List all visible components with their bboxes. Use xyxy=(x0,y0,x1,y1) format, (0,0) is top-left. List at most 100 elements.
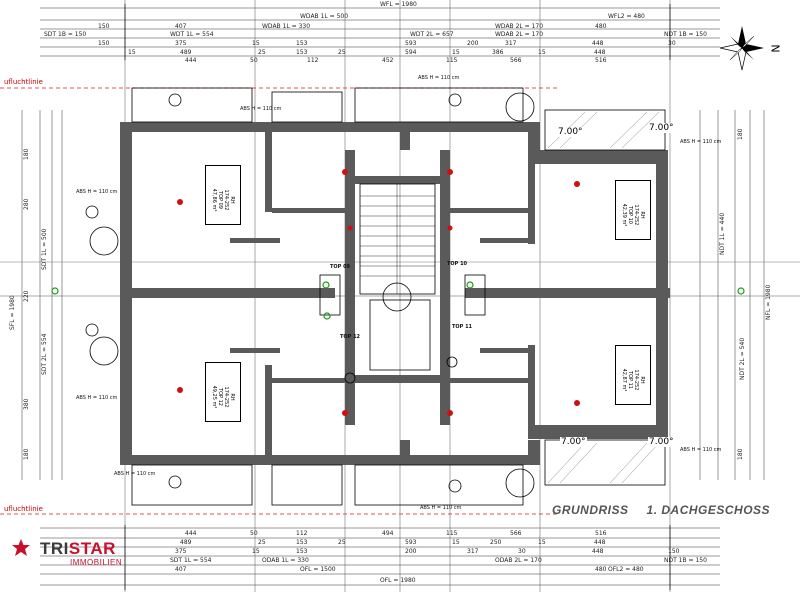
dim-bot-r1-4: 115 xyxy=(446,530,458,537)
dim-top-r5-1: 489 xyxy=(180,49,192,56)
unit-box-top09: RH 174-252 TOP 09 47,86 m² xyxy=(205,165,241,225)
abs-label-right-1: ABS H = 110 cm xyxy=(680,139,722,145)
unit-code: RH xyxy=(229,393,235,401)
dim-bot-r3-6: 448 xyxy=(592,548,604,555)
dim-bot-r5-0: 407 xyxy=(175,566,187,573)
abs-label-left-1: ABS H = 110 cm xyxy=(76,189,118,195)
dim-top-r2-4: 480 xyxy=(595,23,607,30)
dim-bot-r3-3: 200 xyxy=(405,548,417,555)
dim-right-1: NDT 1L = 440 xyxy=(719,212,726,255)
unit-name: TOP 09 xyxy=(217,191,223,209)
roof-angle-1: 7.00° xyxy=(557,127,584,137)
abs-label-top-1: ABS H = 110 cm xyxy=(418,75,460,81)
dim-bot-r3-0: 375 xyxy=(175,548,187,555)
dim-bot-r6-1: OFL2 = 480 xyxy=(608,566,644,573)
dim-top-r6-1: 50 xyxy=(250,57,258,64)
dim-bot-r6-0: OFL = 1500 xyxy=(300,566,336,573)
dim-top-r3-4: WDAB 2L = 170 xyxy=(495,31,544,38)
dim-bot-r1-0: 444 xyxy=(185,530,197,537)
tristar-logo-star xyxy=(12,539,30,556)
unit-area: 174-252 xyxy=(223,386,229,408)
dim-bot-r3-7: 150 xyxy=(668,548,680,555)
dim-top-r3-5: NDT 1B = 150 xyxy=(664,31,707,38)
dim-bot-r3-4: 317 xyxy=(467,548,479,555)
dim-left-3: 220 xyxy=(23,290,30,302)
unit-area: 174-252 xyxy=(633,204,639,226)
flucht-label-top: ufluchtlinie xyxy=(4,78,43,86)
unit-size: 42,87 m² xyxy=(621,368,627,392)
dim-top-r5-8: 15 xyxy=(538,49,546,56)
dim-right-0: 180 xyxy=(737,128,744,140)
compass-north-label: N xyxy=(769,44,783,53)
dim-top-r5-3: 153 xyxy=(296,49,308,56)
dim-left-4: SDT 2L = 554 xyxy=(41,333,48,375)
unit-size: 49,25 m² xyxy=(211,385,217,409)
dim-top-r5-4: 25 xyxy=(338,49,346,56)
dim-top-r6-4: 115 xyxy=(446,57,458,64)
dim-top-r6-3: 452 xyxy=(382,57,394,64)
dim-bot-r3-5: 30 xyxy=(518,548,526,555)
dim-top-r3-1: WDT 1L = 554 xyxy=(170,31,214,38)
dim-top-r4-5: 200 xyxy=(467,40,479,47)
unit-code: RH xyxy=(639,376,645,384)
plan-title-sub: 1. DACHGESCHOSS xyxy=(646,503,771,517)
roof-angle-2: 7.00° xyxy=(648,123,675,133)
dim-top-r5-7: 386 xyxy=(492,49,504,56)
dim-bot-r2-8: 448 xyxy=(594,539,606,546)
dim-bot-r4-1: ODAB 1L = 330 xyxy=(262,557,309,564)
dim-bot-r4-0: SDT 1L = 554 xyxy=(170,557,212,564)
dim-bot-r5-1: 480 xyxy=(595,566,607,573)
dim-bot-r2-3: 25 xyxy=(338,539,346,546)
abs-label-right-2: ABS H = 110 cm xyxy=(680,447,722,453)
dim-top-r4-8: 30 xyxy=(668,40,676,47)
unit-box-top12: RH 174-252 TOP 12 49,25 m² xyxy=(205,362,241,422)
unit-code: RH xyxy=(229,196,235,204)
unit-size: 42,39 m² xyxy=(621,203,627,227)
dim-bot-r2-0: 489 xyxy=(180,539,192,546)
dim-top-r4-2: 15 xyxy=(252,40,260,47)
dim-bot-r3-2: 153 xyxy=(296,548,308,555)
dim-top-r2-3: WDAB 2L = 170 xyxy=(495,23,544,30)
dim-left-6: 180 xyxy=(23,448,30,460)
dim-top-r2-2: WDAB 1L = 500 xyxy=(300,13,349,20)
dim-top-r5-6: 15 xyxy=(452,49,460,56)
abs-label-bottom-1: ABS H = 110 cm xyxy=(420,505,462,511)
dim-top-r4-1: 375 xyxy=(175,40,187,47)
dim-bot-r7-0: OFL = 1980 xyxy=(380,577,416,584)
dim-top-r6-6: 516 xyxy=(595,57,607,64)
flucht-label-bottom: ufluchtlinie xyxy=(4,505,43,513)
dim-right-2: NFL = 1980 xyxy=(765,284,772,320)
core-label-top10: TOP 10 xyxy=(447,261,468,267)
dim-left-7: SFL = 1980 xyxy=(9,295,16,330)
core-label-top11: TOP 11 xyxy=(452,324,473,330)
unit-name: TOP 12 xyxy=(217,388,223,406)
dim-left-1: 280 xyxy=(23,198,30,210)
dim-bot-r1-2: 112 xyxy=(296,530,308,537)
logo-brand-tri: TRI xyxy=(40,539,69,558)
dim-bot-r2-7: 15 xyxy=(538,539,546,546)
dim-top-r2-0: 150 xyxy=(98,23,110,30)
dim-right-3: NDT 2L = 540 xyxy=(739,337,746,380)
dim-top-r5-5: 594 xyxy=(405,49,417,56)
dim-right-4: 180 xyxy=(737,448,744,460)
unit-size: 47,86 m² xyxy=(211,188,217,212)
dim-left-2: SDT 1L = 500 xyxy=(41,228,48,270)
logo-brand-star: STAR xyxy=(68,539,116,558)
logo-subtitle: IMMOBILIEN xyxy=(70,558,123,567)
dim-bot-r2-5: 15 xyxy=(452,539,460,546)
dim-top-r4-0: 150 xyxy=(98,40,110,47)
dim-top-r4-6: 317 xyxy=(505,40,517,47)
dim-wfl2: WFL2 = 480 xyxy=(608,13,645,20)
dim-bot-r1-3: 494 xyxy=(382,530,394,537)
abs-label-bottom-2: ABS H = 110 cm xyxy=(114,471,156,477)
unit-area: 174-252 xyxy=(223,189,229,211)
tristar-logo: TRISTAR xyxy=(40,539,116,559)
dim-top-r6-5: 566 xyxy=(510,57,522,64)
dim-top-r4-4: 593 xyxy=(405,40,417,47)
dim-top-r5-0: 15 xyxy=(128,49,136,56)
dim-bot-r4-2: ODAB 2L = 170 xyxy=(495,557,542,564)
dim-bot-r2-1: 25 xyxy=(258,539,266,546)
dim-top-r6-2: 112 xyxy=(307,57,319,64)
